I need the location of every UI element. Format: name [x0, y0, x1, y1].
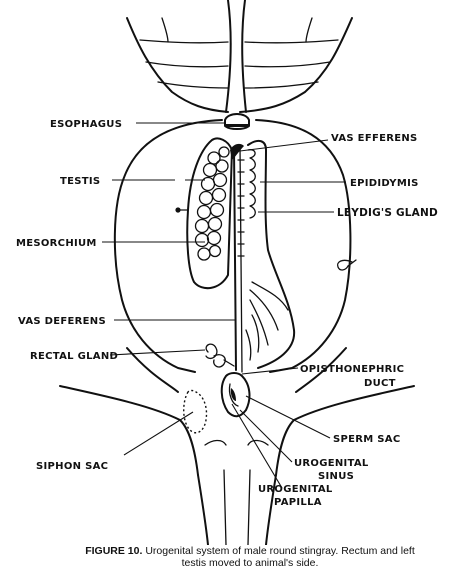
caption-line-1: FIGURE 10. Urogenital system of male rou…	[40, 545, 460, 557]
sperm-sac-leader	[245, 395, 331, 439]
label-vas-efferens: VAS EFFERENS	[331, 133, 418, 144]
label-esophagus: ESOPHAGUS	[50, 119, 122, 130]
esophagus-structure	[224, 113, 250, 130]
pelvic-region-outline	[59, 347, 415, 545]
figure-caption: FIGURE 10. Urogenital system of male rou…	[40, 545, 460, 569]
label-siphon-sac: SIPHON SAC	[36, 461, 108, 472]
label-opisthonephric: OPISTHONEPHRIC	[300, 364, 404, 375]
epididymis-coils	[247, 149, 256, 219]
right-pin-marker	[336, 259, 357, 271]
label-rectal-gland: RECTAL GLAND	[30, 351, 118, 362]
label-opisthonephric-duct: DUCT	[364, 378, 396, 389]
label-sperm-sac: SPERM SAC	[333, 434, 400, 445]
siphon-sac-leader	[123, 411, 194, 456]
caption-line-2: testis moved to animal's side.	[181, 557, 319, 569]
left-pin-marker	[175, 207, 189, 213]
siphon-sac	[183, 389, 208, 434]
vas-efferens-leader	[231, 139, 329, 153]
testis-lobules	[194, 146, 230, 261]
label-urogenital-papilla-1: UROGENITAL	[258, 484, 333, 495]
urogenital-papilla-leader	[231, 403, 283, 489]
rectal-gland-leader	[109, 349, 206, 356]
rectal-gland	[205, 343, 235, 368]
caption-figure-number: FIGURE 10.	[85, 545, 143, 557]
body-cavity-outline	[113, 119, 352, 373]
label-vas-deferens: VAS DEFERENS	[18, 316, 106, 327]
label-urogenital-sinus-2: SINUS	[318, 471, 354, 482]
leader-lines	[102, 122, 346, 489]
stingray-urogenital-illustration: ESOPHAGUS VAS EFFERENS TESTIS EPIDIDYMIS…	[16, 0, 438, 545]
label-epididymis: EPIDIDYMIS	[350, 178, 419, 189]
label-urogenital-sinus-1: UROGENITAL	[294, 458, 369, 469]
central-ducts	[233, 139, 296, 373]
head-region-outline	[126, 0, 353, 113]
label-urogenital-papilla-2: PAPILLA	[274, 497, 322, 508]
label-leydigs-gland: LEYDIG'S GLAND	[337, 207, 438, 219]
label-testis: TESTIS	[60, 176, 100, 187]
urogenital-sinus-leader	[239, 409, 293, 463]
opisthonephric-leader	[241, 367, 299, 375]
sperm-sac	[220, 372, 251, 418]
caption-text-1: Urogenital system of male round stingray…	[145, 545, 415, 557]
label-mesorchium: MESORCHIUM	[16, 238, 97, 249]
leydigs-gland-ducts	[245, 281, 289, 361]
